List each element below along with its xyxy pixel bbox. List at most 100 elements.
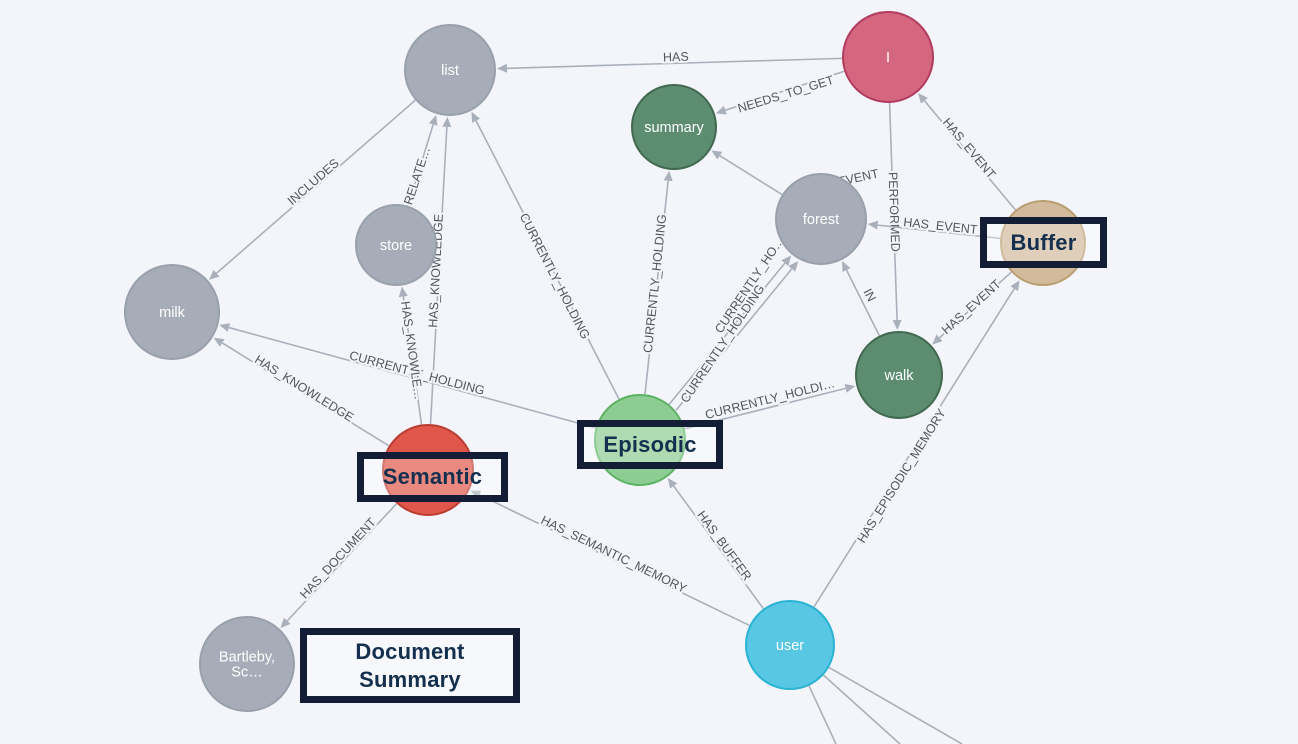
edge-i-summary[interactable]: NEEDS_TO_GET — [715, 70, 845, 118]
edge-walk-forest[interactable]: IN — [842, 261, 881, 337]
edge-label[interactable]: HAS_DOCUMENT — [295, 513, 381, 604]
edge-label[interactable]: CURRENTLY_HOLDI… — [702, 374, 839, 424]
edge-episodic-list[interactable]: CURRENTLY_HOLDING — [471, 111, 620, 400]
edge-arrowhead-icon — [1010, 280, 1020, 292]
edge-line[interactable] — [888, 102, 898, 321]
edge-offscreen[interactable] — [822, 674, 901, 744]
edge-buffer-walk[interactable]: HAS_EVENT — [932, 271, 1012, 345]
node-label: store — [380, 238, 412, 254]
edge-line[interactable] — [429, 126, 448, 425]
edge-line[interactable] — [478, 494, 750, 627]
edge-label[interactable]: HAS_EVENT — [937, 275, 1006, 339]
node-circle[interactable] — [199, 616, 295, 712]
edge-line[interactable] — [719, 154, 783, 196]
node-circle[interactable] — [631, 84, 717, 170]
node-user[interactable]: user — [745, 600, 835, 690]
node-label: forest — [803, 212, 839, 228]
edge-offscreen[interactable] — [808, 685, 837, 744]
node-list[interactable]: list — [404, 24, 496, 116]
edge-label[interactable]: HAS_EVENT — [938, 113, 1001, 183]
edge-label[interactable]: HAS — [661, 48, 691, 67]
node-store[interactable]: store — [355, 204, 437, 286]
edge-line[interactable] — [813, 288, 1015, 608]
edge-line[interactable] — [475, 120, 620, 400]
node-semantic[interactable] — [382, 424, 474, 516]
edge-line[interactable] — [923, 100, 1017, 211]
node-label: I — [886, 50, 890, 66]
node-circle[interactable] — [842, 11, 934, 103]
edge-label[interactable]: HAS_EVENT — [901, 213, 981, 239]
edge-label[interactable]: HAS_EPISODIC_MEMORY — [853, 404, 952, 548]
edge-arrowhead-icon — [663, 170, 673, 182]
edge-arrowhead-icon — [932, 334, 943, 345]
edge-label[interactable]: INCLUDES — [283, 154, 344, 210]
node-milk[interactable]: milk — [124, 264, 220, 360]
node-circle[interactable] — [382, 424, 474, 516]
edge-line[interactable] — [877, 224, 1001, 240]
node-circle[interactable] — [745, 600, 835, 690]
edge-label[interactable]: PERFORMED — [884, 170, 905, 254]
edge-episodic-forest[interactable]: CURRENTLY_HOLDING — [675, 261, 799, 411]
node-circle[interactable] — [355, 204, 437, 286]
edge-label[interactable]: IN — [858, 284, 880, 305]
node-circle[interactable] — [855, 331, 943, 419]
edge-line[interactable] — [506, 57, 843, 70]
edge-label[interactable]: RELATE… — [399, 143, 435, 209]
edge-line[interactable] — [221, 342, 390, 447]
edge-line[interactable] — [407, 124, 434, 207]
edge-i-walk[interactable]: PERFORMED — [884, 102, 905, 331]
node-walk[interactable]: walk — [855, 331, 943, 419]
edge-arrowhead-icon — [213, 337, 225, 347]
node-circle[interactable] — [775, 173, 867, 265]
edge-arrowhead-icon — [280, 617, 291, 629]
node-summary[interactable]: summary — [631, 84, 717, 170]
edge-label[interactable]: HAS_BUFFER — [692, 506, 756, 585]
edge-store-list[interactable]: RELATE… — [399, 114, 438, 209]
edge-semantic-bartleby[interactable]: HAS_DOCUMENT — [280, 503, 398, 629]
edge-episodic-summary[interactable]: CURRENTLY_HOLDING — [639, 170, 673, 395]
edge-arrowhead-icon — [788, 261, 799, 272]
edge-line[interactable] — [228, 326, 596, 429]
caption-text: Episodic — [603, 431, 697, 457]
edge-label[interactable]: HAS_SEMANTIC_MEMORY — [537, 511, 692, 598]
edge-arrowhead-icon — [496, 63, 508, 73]
edge-arrowhead-icon — [442, 116, 452, 128]
edge-line[interactable] — [675, 268, 793, 411]
edge-arrowhead-icon — [711, 150, 723, 160]
node-circle[interactable] — [124, 264, 220, 360]
node-i[interactable]: I — [842, 11, 934, 103]
edge-label[interactable]: CURRENTLY_HOLDING — [515, 209, 595, 344]
edge-line[interactable] — [644, 180, 669, 395]
edge-line[interactable] — [673, 485, 765, 610]
edge-line[interactable] — [286, 503, 398, 622]
edge-line[interactable] — [725, 70, 845, 111]
caption-buffer: Buffer — [980, 217, 1107, 268]
node-label: user — [776, 638, 804, 654]
edge-buffer-i[interactable]: HAS_EVENT — [918, 93, 1017, 211]
edge-semantic-store[interactable]: HAS_KNOWLE… — [396, 286, 428, 425]
node-bartleby[interactable]: Bartleby,Sc… — [199, 616, 295, 712]
node-label: walk — [883, 368, 914, 384]
edge-arrowhead-icon — [918, 93, 928, 104]
edge-line[interactable] — [215, 99, 416, 274]
node-circle[interactable] — [404, 24, 496, 116]
edge-label[interactable]: HAS_KNOWLEDGE — [250, 350, 358, 426]
edge-label[interactable]: HAS_KNOWLE… — [396, 298, 428, 402]
edge-user-buffer[interactable]: HAS_EPISODIC_MEMORY — [813, 280, 1020, 608]
edge-label[interactable]: NEEDS_TO_GET — [734, 71, 838, 118]
edge-line[interactable] — [402, 296, 423, 425]
edge-i-list[interactable]: HAS — [496, 48, 843, 73]
edge-label[interactable]: CURRENTLY_HOLDING — [639, 212, 671, 356]
edge-line[interactable] — [845, 269, 881, 337]
node-label: Bartleby,Sc… — [219, 650, 275, 681]
node-forest[interactable]: forest — [775, 173, 867, 265]
caption-semantic: Semantic — [357, 452, 508, 502]
edge-arrowhead-icon — [667, 477, 678, 489]
edge-line[interactable] — [939, 271, 1012, 339]
node-label: milk — [159, 305, 186, 321]
edge-label[interactable]: CURRENTLY_HOLDING — [676, 280, 770, 407]
edge-line[interactable] — [668, 262, 786, 405]
edge-offscreen[interactable] — [828, 666, 963, 744]
